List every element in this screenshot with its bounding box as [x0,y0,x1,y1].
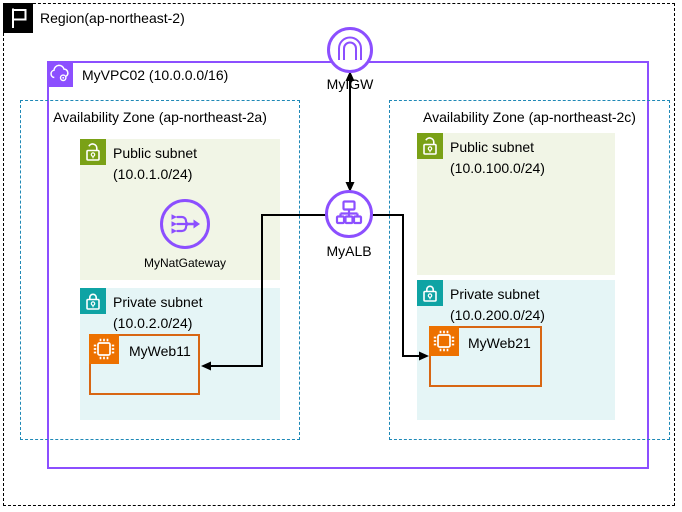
public-subnet-2c: Public subnet (10.0.100.0/24) [417,133,615,275]
public-subnet-2c-cidr: (10.0.100.0/24) [450,160,545,176]
private-subnet-closed-lock-icon [80,288,106,314]
public-subnet-2a-cidr: (10.0.1.0/24) [113,166,193,182]
public-subnet-2a-title: Public subnet [113,145,198,161]
private-subnet-2c-label: Private subnet (10.0.200.0/24) [450,284,545,326]
ec2-instance-icon [429,326,459,356]
public-subnet-2c-title: Public subnet [450,139,535,155]
gateway-arch-icon [338,36,362,60]
instance-box-myweb11 [89,334,200,395]
public-subnet-2a-label: Public subnet (10.0.1.0/24) [113,143,197,185]
nat-arrows-icon [171,214,200,234]
region-container [3,3,675,506]
nat-gateway-node [160,199,210,249]
internet-gateway-label: MyIGW [326,76,374,92]
private-subnet-2a-title: Private subnet [113,294,203,310]
vpc-label: MyVPC02 (10.0.0.0/16) [82,67,229,83]
public-subnet-open-lock-icon [80,139,106,165]
public-subnet-open-lock-icon [417,133,443,159]
instance-label-myweb21: MyWeb21 [468,335,531,351]
availability-zone-2c-label: Availability Zone (ap-northeast-2c) [423,109,636,125]
private-subnet-2c-cidr: (10.0.200.0/24) [450,307,545,323]
instance-label-myweb11: MyWeb11 [129,343,191,359]
ec2-instance-icon [89,334,119,364]
private-subnet-2c-title: Private subnet [450,286,540,302]
instance-box-myweb21 [429,326,542,387]
region-flag-icon [3,3,33,33]
private-subnet-closed-lock-icon [417,280,443,306]
region-label: Region(ap-northeast-2) [40,10,185,26]
vpc-icon [47,61,73,87]
load-balancer-label: MyALB [326,243,372,259]
private-subnet-2a-label: Private subnet (10.0.2.0/24) [113,292,203,334]
availability-zone-2a-label: Availability Zone (ap-northeast-2a) [53,109,267,125]
load-balancer-node [325,190,373,238]
nat-gateway-label: MyNatGateway [143,256,227,270]
private-subnet-2a-cidr: (10.0.2.0/24) [113,315,193,331]
internet-gateway-node [327,27,373,73]
load-balancer-tree-icon [335,200,363,225]
public-subnet-2c-label: Public subnet (10.0.100.0/24) [450,137,545,179]
